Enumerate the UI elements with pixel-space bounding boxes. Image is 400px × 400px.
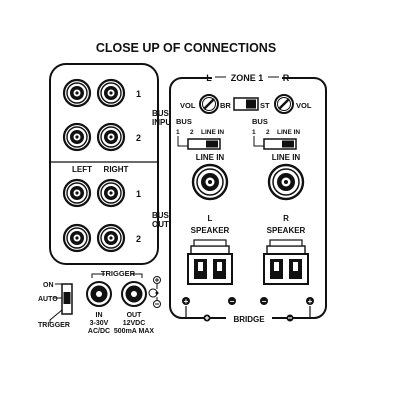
- trigger-out-spec: 12VDC: [123, 320, 146, 327]
- bus-output-1-right-jack[interactable]: [96, 178, 126, 208]
- bridge-stereo-switch[interactable]: [233, 97, 259, 111]
- speaker-left-terminal[interactable]: [187, 239, 233, 285]
- mode-trigger-label: TRIGGER: [38, 322, 70, 329]
- vol-right-label: VOL: [296, 101, 312, 110]
- bus-input-label-line2: INPUT: [152, 118, 176, 127]
- bus-right-opt-line-in: LINE IN: [277, 129, 300, 136]
- bus-jack-panel: 1 2 BUS INPUT LEFT RIGHT 1 2 BUS OUTPUT: [49, 63, 185, 265]
- line-in-right-label: LINE IN: [272, 153, 301, 162]
- speaker-right-channel: R: [283, 214, 289, 223]
- br-label: BR: [220, 101, 231, 110]
- diagram-title: CLOSE UP OF CONNECTIONS: [96, 41, 276, 55]
- trigger-header: TRIGGER: [101, 269, 136, 278]
- bus-right-selector-switch[interactable]: [263, 138, 297, 150]
- bus-output-label-line2: OUTPUT: [152, 220, 185, 229]
- left-minus-mark: −: [230, 297, 235, 306]
- vol-left-label: VOL: [180, 101, 196, 110]
- bus-left-selector-switch[interactable]: [187, 138, 221, 150]
- mode-auto-label: AUTO: [38, 296, 58, 303]
- trigger-in-label: IN: [96, 312, 103, 319]
- polarity-symbol-icon: [148, 276, 161, 308]
- bus-output-label-line1: BUS: [152, 211, 170, 220]
- bus-right-opt-1: 1: [252, 129, 256, 136]
- bus-input-row-2-label: 2: [136, 133, 141, 143]
- trigger-in-spec2: AC/DC: [88, 328, 110, 335]
- st-label: ST: [260, 101, 270, 110]
- mode-switch-group: ON AUTO TRIGGER: [38, 282, 73, 329]
- line-in-right-jack[interactable]: [267, 163, 305, 201]
- bus-input-1-left-jack[interactable]: [62, 78, 92, 108]
- speaker-right-label: SPEAKER: [267, 226, 306, 235]
- bus-output-2-right-jack[interactable]: [96, 223, 126, 253]
- mode-slide-switch[interactable]: [61, 283, 73, 315]
- bus-output-1-left-jack[interactable]: [62, 178, 92, 208]
- zone-left-label: L: [206, 73, 212, 83]
- right-minus-mark: −: [262, 297, 267, 306]
- bus-left-label: BUS: [176, 117, 192, 126]
- zone-1-panel: L ZONE 1 R VOL BR ST VOL BUS 1 2 LINE IN…: [169, 72, 327, 324]
- mode-on-label: ON: [43, 282, 54, 289]
- line-in-left-label: LINE IN: [196, 153, 225, 162]
- bus-left-opt-1: 1: [176, 129, 180, 136]
- trigger-out-label: OUT: [127, 312, 143, 319]
- volume-right-knob[interactable]: [273, 93, 295, 115]
- right-channel-label: RIGHT: [104, 165, 129, 174]
- trigger-group: TRIGGER IN 3-30V AC/DC OUT 12VDC 500mA M…: [86, 269, 161, 335]
- right-plus-mark: +: [308, 297, 313, 306]
- trigger-out-jack[interactable]: [121, 281, 147, 307]
- zone-title: ZONE 1: [231, 73, 264, 83]
- speaker-left-label: SPEAKER: [191, 226, 230, 235]
- bus-input-2-right-jack[interactable]: [96, 122, 126, 152]
- trigger-in-spec: 3-30V: [90, 320, 109, 327]
- trigger-out-spec2: 500mA MAX: [114, 328, 155, 335]
- bus-left-opt-line-in: LINE IN: [201, 129, 224, 136]
- polarity-marks: + − − +: [182, 297, 314, 306]
- bus-input-row-1-label: 1: [136, 89, 141, 99]
- bus-input-1-right-jack[interactable]: [96, 78, 126, 108]
- bus-output-row-1-label: 1: [136, 189, 141, 199]
- bus-output-2-left-jack[interactable]: [62, 223, 92, 253]
- left-channel-label: LEFT: [72, 165, 92, 174]
- bus-right-opt-2: 2: [266, 129, 270, 136]
- left-plus-mark: +: [184, 297, 189, 306]
- bridge-label: BRIDGE: [233, 315, 265, 324]
- bus-input-2-left-jack[interactable]: [62, 122, 92, 152]
- speaker-right-terminal[interactable]: [263, 239, 309, 285]
- trigger-in-jack[interactable]: [86, 281, 112, 307]
- line-in-left-jack[interactable]: [191, 163, 229, 201]
- zone-right-label: R: [283, 73, 290, 83]
- volume-left-knob[interactable]: [198, 93, 220, 115]
- speaker-left-channel: L: [208, 214, 213, 223]
- bus-output-row-2-label: 2: [136, 234, 141, 244]
- bus-right-label: BUS: [252, 117, 268, 126]
- bridge-bracket: BRIDGE: [185, 306, 311, 324]
- bus-left-opt-2: 2: [190, 129, 194, 136]
- bus-input-label-line1: BUS: [152, 109, 170, 118]
